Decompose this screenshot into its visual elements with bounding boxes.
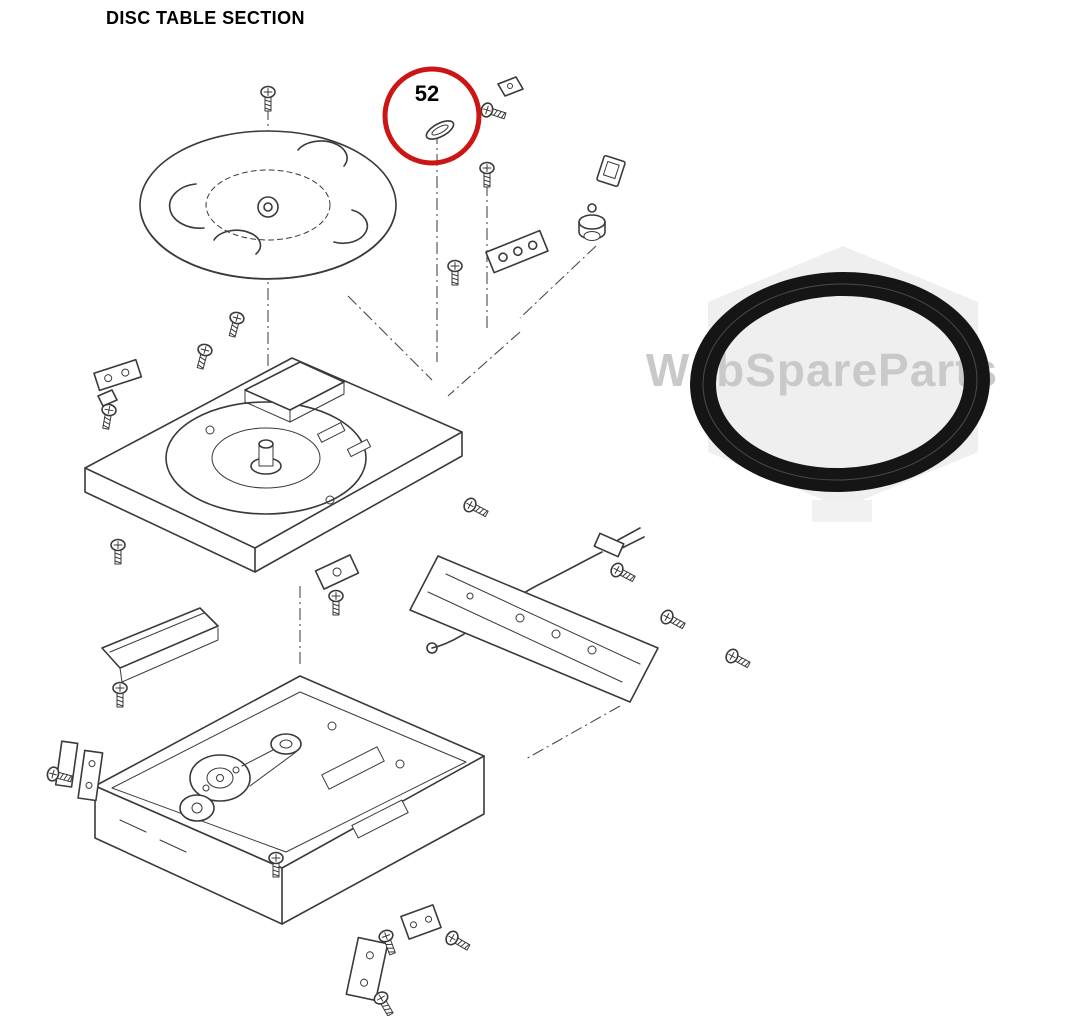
page-title: DISC TABLE SECTION <box>106 8 305 28</box>
disc-table-platter <box>139 130 397 280</box>
belt-inner-edge <box>702 283 978 481</box>
screw-icon <box>98 402 118 431</box>
gear-small <box>179 794 215 822</box>
screw-icon <box>658 607 688 633</box>
screw-icon <box>328 589 344 616</box>
bottom-left-bracket <box>54 740 104 802</box>
screw-icon <box>608 560 638 586</box>
screw-icon <box>461 495 491 521</box>
small-belt-part <box>425 120 455 140</box>
spindle-pulley <box>578 203 606 241</box>
screw-icon <box>479 161 495 188</box>
motor-pulley <box>241 733 302 787</box>
screw-icon <box>224 310 246 339</box>
clamp-part <box>497 76 524 97</box>
screw-icon <box>112 681 128 708</box>
flat-cable <box>426 527 645 654</box>
connector-part <box>596 154 626 188</box>
screw-icon <box>192 342 214 371</box>
watermark-shield-icon <box>708 246 978 508</box>
spindle-hub <box>250 439 282 475</box>
screw-icon <box>447 259 463 286</box>
turntable-chassis <box>84 357 463 573</box>
gear-large <box>189 754 251 802</box>
anchor-part <box>97 389 118 407</box>
screw-icon <box>478 100 509 124</box>
watermark-shield-tab <box>812 500 872 522</box>
screw-icon <box>442 928 473 955</box>
rear-panel-bracket <box>409 555 659 703</box>
callout-circle <box>382 66 482 166</box>
screw-icon <box>110 538 126 565</box>
callout-number: 52 <box>415 81 439 106</box>
bottom-plate <box>400 904 442 940</box>
main-chassis <box>94 675 485 925</box>
left-bracket <box>93 358 143 392</box>
screw-icon <box>723 646 753 672</box>
small-bracket <box>314 554 360 590</box>
screw-icon <box>260 85 276 112</box>
bottom-center-bracket <box>345 936 389 1002</box>
switch-bracket <box>485 229 549 274</box>
callout-52: 52 <box>382 66 482 166</box>
drive-belt <box>690 271 990 493</box>
rail-bracket <box>101 607 219 683</box>
watermark: WebSpareParts <box>646 246 997 522</box>
